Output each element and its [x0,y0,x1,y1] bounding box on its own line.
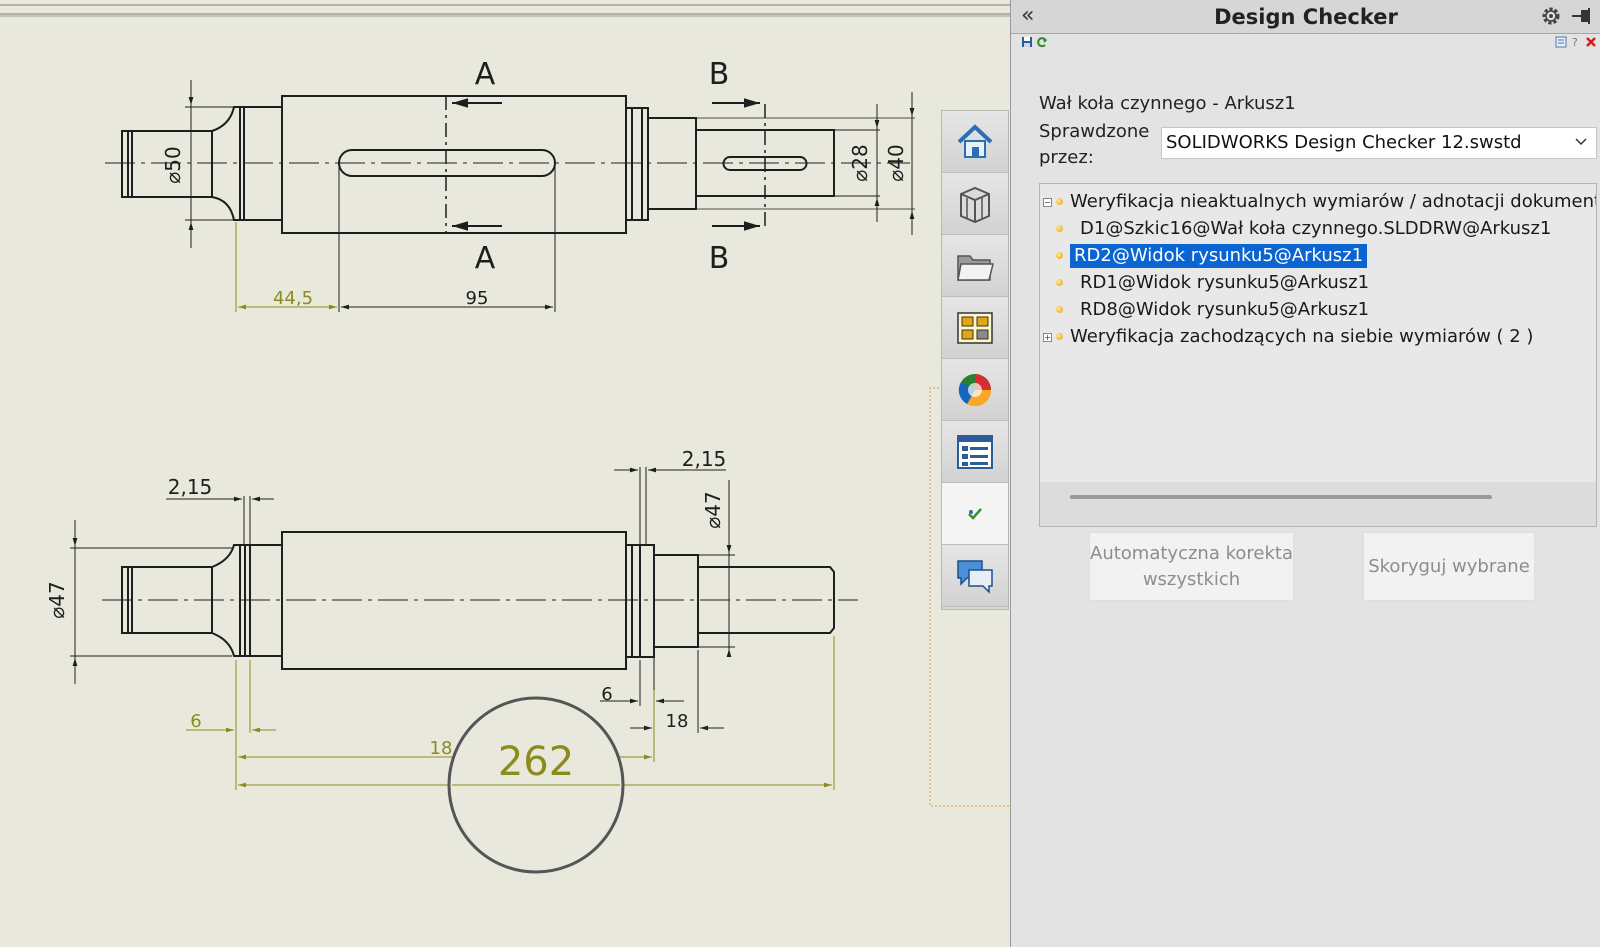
gear-icon[interactable] [1539,4,1563,32]
dim-diameter-47-left[interactable]: ⌀47 [45,581,69,619]
section-label-b-top: B [709,57,730,92]
tab-appearances[interactable] [942,359,1008,421]
dim-diameter-28[interactable]: ⌀28 [848,144,872,182]
folder-icon [957,254,994,281]
checked-by-label: Sprawdzone przez: [1039,121,1150,168]
tree-item-label: RD1@Widok rysunku5@Arkusz1 [1080,272,1370,293]
warning-dot-icon [1056,279,1063,286]
appearances-icon [958,373,992,406]
chevron-down-icon [1575,138,1587,146]
panel-title: Design Checker [1214,5,1398,29]
dim-18-right[interactable]: 18 [666,711,689,732]
tree-scroll-area [1040,482,1596,526]
panel-header: « Design Checker [1011,0,1600,34]
tab-custom-properties[interactable] [942,421,1008,483]
design-checker-panel: « Design Checker [1010,0,1600,947]
save-icon[interactable] [1021,36,1033,48]
top-view [105,95,910,234]
close-icon[interactable] [1585,36,1597,48]
task-pane-tabs [941,110,1009,610]
panel-toolbar-left [1021,36,1048,48]
report-icon[interactable] [1555,36,1567,48]
horizontal-scrollbar[interactable] [1070,495,1492,499]
warning-dot-icon [1056,306,1063,313]
collapse-toggle-icon[interactable]: − [1043,198,1052,207]
help-icon[interactable]: ? [1571,36,1581,48]
dim-diameter-40[interactable]: ⌀40 [884,144,908,182]
warning-dot-icon [1056,252,1063,259]
svg-text:?: ? [1572,36,1578,48]
parts-library-icon [960,186,990,223]
dim-2-15-right[interactable]: 2,15 [682,447,727,471]
dim-6-left[interactable]: 6 [190,711,201,732]
document-title: Wał koła czynnego - Arkusz1 [1039,93,1296,114]
dim-262[interactable]: 262 [498,739,574,785]
tab-file-explorer[interactable] [942,235,1008,297]
warning-dot-icon [1056,225,1063,232]
section-label-a-top: A [475,57,496,92]
tree-item-label: RD2@Widok rysunku5@Arkusz1 [1070,244,1368,268]
tree-item-label: D1@Szkic16@Wał koła czynnego.SLDDRW@Arku… [1080,218,1552,239]
expand-toggle-icon[interactable]: + [1043,333,1052,342]
collapse-button[interactable]: « [1021,3,1035,28]
tab-design-library[interactable] [942,173,1008,235]
section-label-b-bottom: B [709,241,730,276]
dim-95[interactable]: 95 [466,288,489,309]
dim-2-15-left[interactable]: 2,15 [168,475,213,499]
forum-icon [957,559,993,594]
tab-view-palette[interactable] [942,297,1008,359]
section-label-a-bottom: A [475,241,496,276]
dim-6-right[interactable]: 6 [601,684,612,705]
dim-diameter-50[interactable]: ⌀50 [161,146,185,184]
pin-icon[interactable] [1571,6,1593,30]
warning-dot-icon [1056,333,1063,340]
custom-properties-icon [957,434,993,469]
tab-forum[interactable] [942,545,1008,607]
tree-item-label: Weryfikacja nieaktualnych wymiarów / adn… [1070,191,1597,212]
dim-44-5[interactable]: 44,5 [273,288,313,309]
tree-item-label: Weryfikacja zachodzących na siebie wymia… [1070,326,1534,347]
fix-selected-button[interactable]: Skoryguj wybrane [1363,532,1535,601]
warning-dot-icon [1056,198,1063,205]
tree-item-label: RD8@Widok rysunku5@Arkusz1 [1080,299,1370,320]
auto-fix-all-button[interactable]: Automatyczna korekta wszystkich [1089,532,1294,601]
dim-18-center[interactable]: 18 [430,738,453,759]
home-icon [957,123,993,158]
results-tree[interactable]: − Weryfikacja nieaktualnych wymiarów / a… [1039,183,1597,527]
panel-toolbar-right: ? [1555,36,1597,48]
standard-select[interactable]: SOLIDWORKS Design Checker 12.swstd [1161,127,1597,159]
tab-home[interactable] [942,111,1008,173]
drawing-canvas[interactable]: A A B B [0,0,1010,947]
design-checker-icon [968,507,982,520]
view-palette-icon [957,311,993,344]
bottom-view [102,531,858,670]
tab-design-checker[interactable] [942,483,1008,545]
dim-diameter-47-right[interactable]: ⌀47 [701,491,725,529]
refresh-icon[interactable] [1036,36,1048,48]
standard-select-value: SOLIDWORKS Design Checker 12.swstd [1166,132,1522,153]
drawing-sheet[interactable]: A A B B [0,0,1010,947]
